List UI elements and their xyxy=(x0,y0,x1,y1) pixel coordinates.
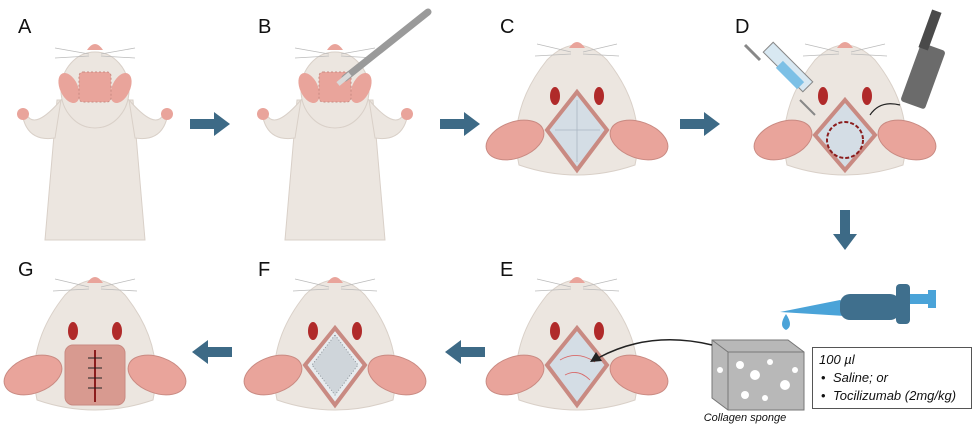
pipette-icon xyxy=(780,284,936,324)
panel-label-g: G xyxy=(18,259,34,281)
mouse-illustration-d xyxy=(745,9,946,175)
panel-label-a: A xyxy=(18,16,32,38)
flow-arrow-a-b xyxy=(190,112,230,136)
panel-label-d: D xyxy=(735,16,749,38)
flow-arrow-b-c xyxy=(440,112,480,136)
droplet-icon xyxy=(782,314,790,330)
mouse-illustration-a xyxy=(17,44,173,240)
flow-arrow-d-pipette xyxy=(833,210,857,250)
treatment-options: Saline; or Tocilizumab (2mg/kg) xyxy=(819,369,965,405)
panel-label-f: F xyxy=(258,259,270,281)
panel-label-e: E xyxy=(500,259,513,281)
panel-label-c: C xyxy=(500,16,514,38)
syringe-icon xyxy=(745,42,815,115)
treatment-volume: 100 µl xyxy=(819,351,965,369)
panel-label-b: B xyxy=(258,16,271,38)
mouse-illustration-g xyxy=(0,277,191,410)
sponge-caption: Collagen sponge xyxy=(690,412,800,424)
biopsy-punch-icon xyxy=(900,9,946,109)
scalpel-icon xyxy=(338,12,428,84)
mouse-illustration-c xyxy=(481,42,674,175)
mouse-illustration-b xyxy=(257,12,428,240)
treatment-option-saline: Saline; or xyxy=(833,369,965,387)
collagen-sponge-image xyxy=(712,340,804,410)
flow-arrow-e-f xyxy=(445,340,485,364)
treatment-option-tocilizumab: Tocilizumab (2mg/kg) xyxy=(833,387,965,405)
treatment-note: 100 µl Saline; or Tocilizumab (2mg/kg) xyxy=(812,347,972,409)
mouse-illustration-e xyxy=(481,277,674,410)
mouse-illustration-f xyxy=(239,277,432,410)
flow-arrow-f-g xyxy=(192,340,232,364)
flow-arrow-c-d xyxy=(680,112,720,136)
